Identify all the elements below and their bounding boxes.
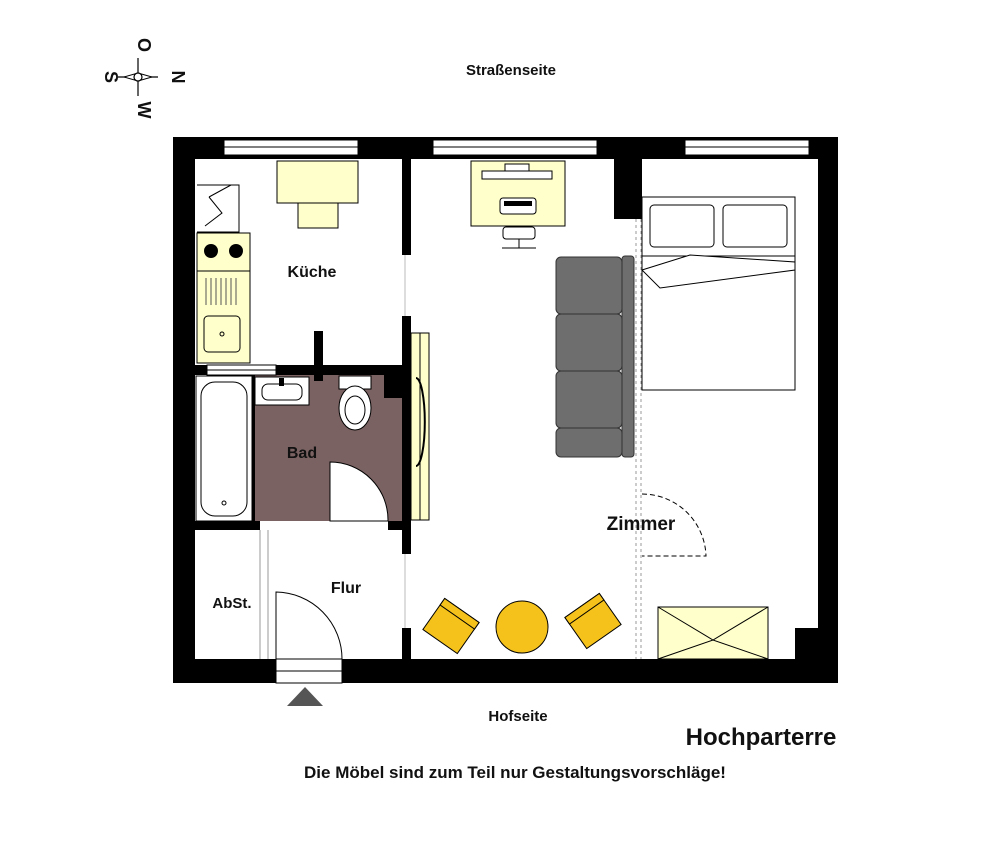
kitchen-bath-wall-b	[276, 365, 411, 375]
bath-label: Bad	[287, 445, 317, 462]
kitchen-bath-wall-a	[195, 365, 207, 375]
bed	[641, 196, 796, 391]
kitchen-room-wall-top	[402, 159, 411, 255]
drain-board	[205, 278, 237, 305]
sofa-back	[621, 255, 635, 458]
street-side-label: Straßenseite	[466, 62, 556, 79]
sofa-cushion	[555, 256, 623, 315]
bath-wall-corner	[384, 372, 411, 398]
kitchen-chair	[297, 202, 339, 229]
kitchen-sink	[203, 315, 241, 353]
compass-center	[133, 72, 143, 82]
room-label: Zimmer	[607, 514, 676, 535]
sofa-cushion	[555, 370, 623, 429]
hall-room-wall-top	[402, 522, 411, 554]
round-table	[495, 600, 549, 654]
armchair-left	[422, 597, 480, 655]
monitor-icon	[481, 170, 553, 180]
stove-burner-icon	[229, 244, 243, 258]
compass-north: N	[168, 71, 188, 84]
court-side-label: Hofseite	[488, 708, 547, 725]
bath-furniture	[195, 375, 372, 522]
room-wall-pillar	[614, 137, 642, 219]
south-wall	[173, 659, 838, 683]
hall-room-wall-bottom	[402, 628, 411, 659]
kitchen-table	[276, 160, 359, 204]
dresser-box	[657, 606, 769, 660]
floor-label: Hochparterre	[686, 724, 837, 751]
room-door-swing	[641, 493, 707, 557]
blanket-fold	[641, 254, 796, 289]
sofa-cushion	[555, 427, 623, 458]
bath-hall-wall-left	[195, 521, 260, 530]
compass-east: O	[134, 38, 154, 52]
wardrobe-handle-icon	[415, 377, 426, 467]
kitchen-furniture	[196, 160, 359, 364]
bath-door-swing	[329, 461, 389, 522]
kitchen-fridge-icon	[197, 184, 240, 233]
entrance-arrow-icon	[287, 687, 323, 706]
stove-burner-icon	[204, 244, 218, 258]
pillow	[649, 204, 715, 248]
pillow	[722, 204, 788, 248]
west-wall	[173, 137, 195, 683]
east-wall	[818, 137, 838, 683]
furniture-note: Die Möbel sind zum Teil nur Gestaltungsv…	[304, 763, 726, 782]
bath-hall-wall-right	[388, 521, 411, 530]
hall-label: Flur	[331, 580, 361, 597]
faucet-icon	[279, 378, 284, 386]
interior-walls	[195, 159, 411, 659]
kitchen-label: Küche	[288, 264, 337, 281]
sink-drain-icon	[219, 331, 225, 337]
desk-area	[470, 160, 566, 249]
armchair-right	[564, 592, 622, 650]
desk-chair	[502, 226, 536, 240]
north-windows	[223, 139, 810, 156]
kitchen-bath-wall-stub	[314, 331, 323, 381]
bath-west-edge	[252, 375, 255, 525]
tub-drain-icon	[221, 500, 227, 506]
seating-group	[422, 592, 622, 655]
storage-label: AbSt.	[212, 595, 251, 612]
compass-west: W	[134, 102, 154, 119]
sofa-cushion	[555, 313, 623, 372]
compass-rose: N S O W	[101, 38, 188, 119]
compass-south: S	[101, 71, 121, 83]
entrance-door-swing	[275, 591, 343, 660]
dresser	[657, 606, 769, 660]
east-wall-pillar	[795, 628, 838, 683]
sofa	[555, 255, 635, 458]
kitchen-room-wall-mid	[402, 316, 411, 522]
